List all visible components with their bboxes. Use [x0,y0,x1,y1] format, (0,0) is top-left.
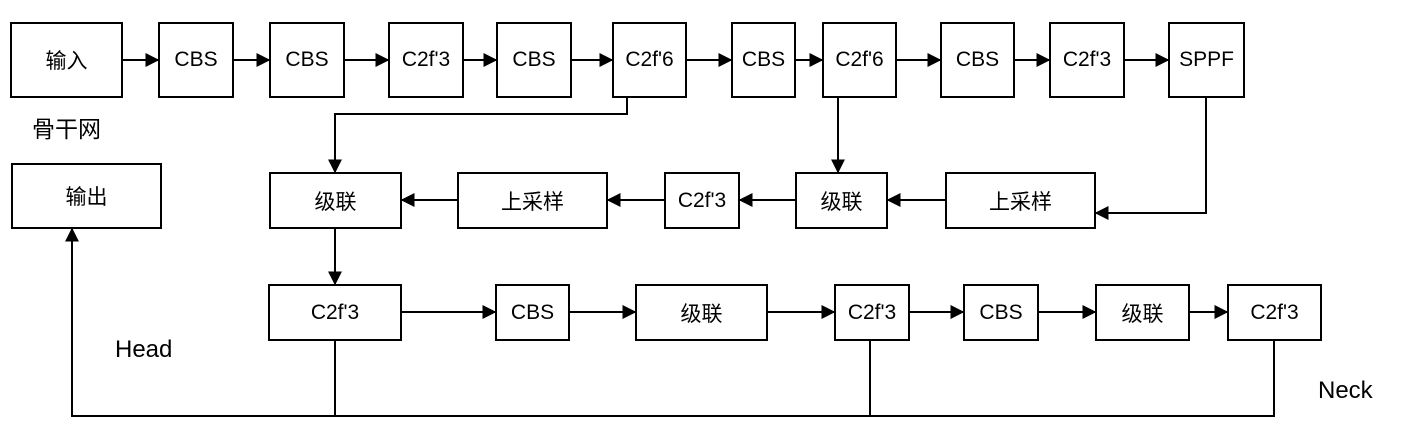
node-sppf-label: SPPF [1179,48,1234,71]
node-upsample-b: 上采样 [945,172,1096,229]
node-cbs-h1-label: CBS [510,300,555,324]
node-cbs-h2-label: CBS [979,300,1023,324]
node-c2f3-h3: C2f'3 [1227,284,1322,341]
node-concat-b: 级联 [795,172,888,229]
node-c2f6-1-label: C2f'6 [625,48,674,71]
node-upsample-b-label: 上采样 [989,190,1052,214]
node-cbs-4: CBS [731,22,796,98]
node-concat-b-label: 级联 [820,190,863,214]
node-c2f3-h2: C2f'3 [834,284,910,341]
backbone-region-label: 骨干网 [32,116,101,142]
node-cbs-4-label: CBS [741,48,786,71]
node-c2f6-2: C2f'6 [822,22,897,98]
node-cbs-5: CBS [940,22,1015,98]
node-c2f6-2-label: C2f'6 [835,48,884,71]
node-c2f3-2: C2f'3 [1049,22,1125,98]
node-c2f3-1: C2f'3 [388,22,464,98]
node-cbs-2: CBS [269,22,345,98]
node-upsample-a-label: 上采样 [501,190,564,214]
node-c2f3-2-label: C2f'3 [1062,48,1112,71]
head-region-label: Head [115,336,173,363]
node-c2f3-h3-label: C2f'3 [1250,300,1299,324]
node-input-label: 输入 [45,50,88,73]
node-c2f6-1: C2f'6 [612,22,687,98]
node-upsample-a: 上采样 [457,172,608,229]
node-concat-h1-label: 级联 [680,302,723,326]
node-output: 输出 [11,163,162,229]
node-output-label: 输出 [65,186,108,209]
node-concat-h2: 级联 [1095,284,1190,341]
node-cbs-3: CBS [496,22,572,98]
node-c2f3-h2-label: C2f'3 [847,300,897,324]
node-c2f3-h1: C2f'3 [268,284,402,341]
node-cbs-h1: CBS [495,284,570,341]
neck-region-label: Neck [1318,377,1373,404]
node-c2f3-m-label: C2f'3 [677,188,727,212]
node-cbs-h2: CBS [963,284,1039,341]
node-input: 输入 [10,22,123,98]
node-concat-h1: 级联 [635,284,768,341]
node-cbs-1: CBS [158,22,234,98]
node-cbs-3-label: CBS [512,48,556,71]
node-sppf: SPPF [1168,22,1245,98]
node-cbs-2-label: CBS [285,48,329,71]
node-cbs-5-label: CBS [955,48,1000,71]
node-c2f3-h1-label: C2f'3 [310,300,360,324]
node-concat-a-label: 级联 [314,190,357,214]
node-c2f3-1-label: C2f'3 [401,48,451,71]
node-cbs-1-label: CBS [174,48,218,71]
node-c2f3-m: C2f'3 [664,172,740,229]
node-concat-a: 级联 [269,172,402,229]
node-concat-h2-label: 级联 [1121,302,1164,326]
